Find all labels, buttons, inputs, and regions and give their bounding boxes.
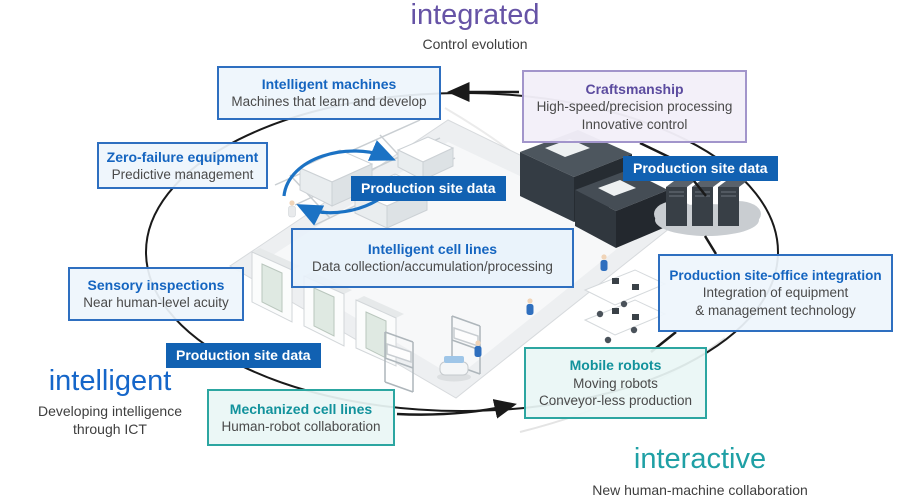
card-line: & management technology bbox=[695, 302, 856, 318]
title-interactive: interactive bbox=[633, 443, 767, 475]
badge-production-site-data-right: Production site data bbox=[623, 156, 778, 181]
card-title: Intelligent machines bbox=[261, 76, 397, 93]
card-title: Intelligent cell lines bbox=[367, 241, 498, 258]
card-craftsmanship: Craftsmanship High-speed/precision proce… bbox=[522, 70, 747, 143]
card-line: Innovative control bbox=[581, 116, 688, 132]
card-line: Machines that learn and develop bbox=[231, 94, 427, 110]
card-title: Mechanized cell lines bbox=[229, 400, 373, 417]
card-line: Integration of equipment bbox=[702, 285, 849, 301]
card-line: Near human-level acuity bbox=[83, 295, 229, 311]
card-title: Mobile robots bbox=[569, 357, 662, 374]
subtitle-intelligent-line2: through ICT bbox=[73, 420, 147, 437]
card-mobile-robots: Mobile robots Moving robots Conveyor-les… bbox=[524, 347, 707, 419]
card-line: Human-robot collaboration bbox=[221, 418, 381, 434]
card-intelligent-cell-lines: Intelligent cell lines Data collection/a… bbox=[291, 228, 574, 288]
card-line: High-speed/precision processing bbox=[536, 99, 733, 115]
agv-robot bbox=[437, 356, 471, 382]
badge-production-site-data-center: Production site data bbox=[351, 176, 506, 201]
racks bbox=[384, 315, 481, 393]
card-line: Predictive management bbox=[111, 166, 254, 182]
subtitle-integrated: Control evolution bbox=[422, 36, 528, 52]
card-title: Craftsmanship bbox=[585, 80, 684, 97]
worker-figures bbox=[288, 200, 608, 357]
subtitle-interactive: New human-machine collaboration bbox=[592, 482, 808, 498]
card-title: Zero-failure equipment bbox=[106, 148, 259, 165]
cloud-server-icon bbox=[654, 181, 761, 236]
card-title: Production site-office integration bbox=[669, 267, 882, 283]
card-mechanized-cell-lines: Mechanized cell lines Human-robot collab… bbox=[207, 389, 395, 446]
card-intelligent-machines: Intelligent machines Machines that learn… bbox=[217, 66, 441, 120]
card-production-site-office-integration: Production site-office integration Integ… bbox=[658, 254, 893, 332]
title-integrated: integrated bbox=[410, 0, 540, 31]
card-line: Conveyor-less production bbox=[538, 393, 693, 409]
arrow-mechanized-to-mobile bbox=[396, 399, 517, 419]
card-zero-failure-equipment: Zero-failure equipment Predictive manage… bbox=[97, 142, 268, 189]
card-line: Data collection/accumulation/processing bbox=[312, 259, 553, 275]
title-intelligent: intelligent bbox=[48, 365, 172, 397]
card-sensory-inspections: Sensory inspections Near human-level acu… bbox=[68, 267, 244, 321]
subtitle-intelligent-line1: Developing intelligence bbox=[38, 403, 182, 419]
card-line: Moving robots bbox=[573, 375, 658, 391]
subtitle-intelligent: Developing intelligence through ICT bbox=[15, 403, 205, 438]
card-title: Sensory inspections bbox=[87, 277, 225, 294]
badge-production-site-data-left: Production site data bbox=[166, 343, 321, 368]
